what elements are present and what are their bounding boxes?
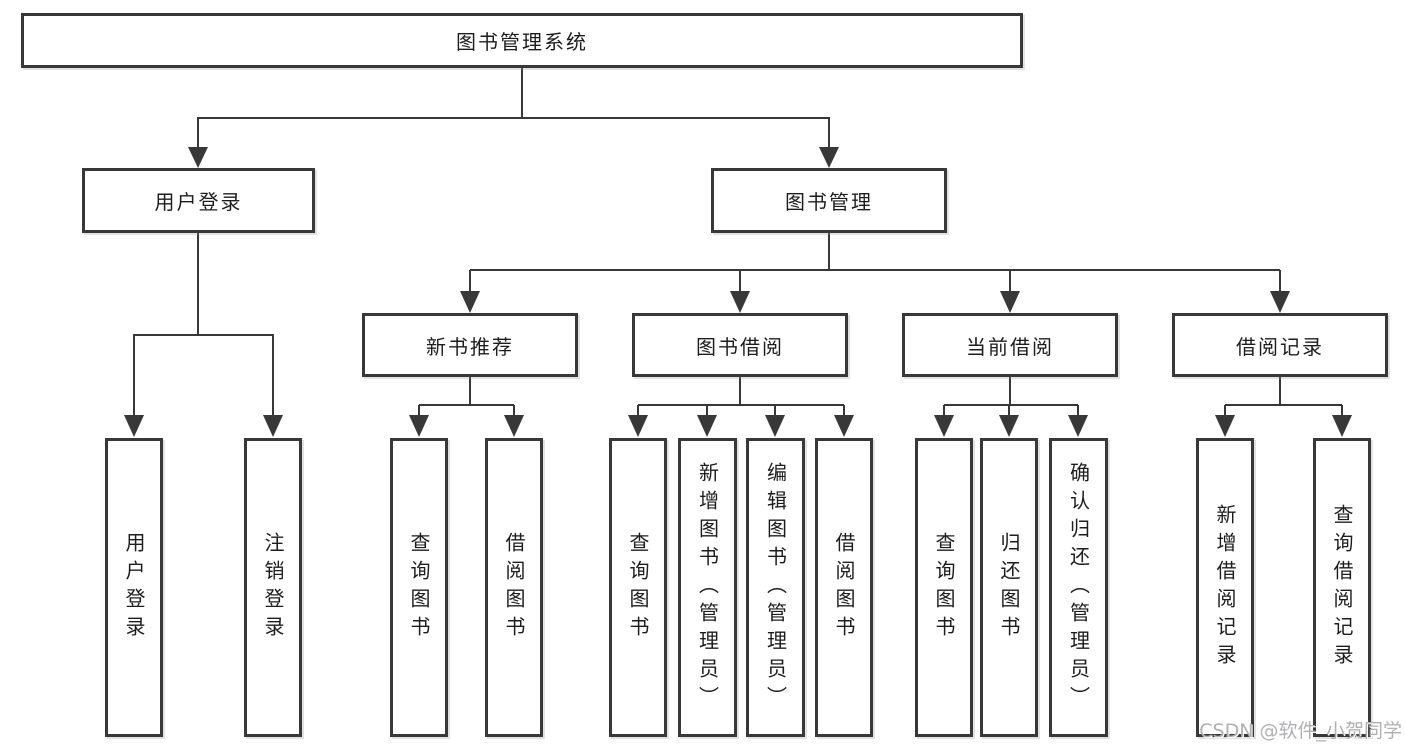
arrow-down-icon: [834, 415, 854, 437]
arrow-down-icon: [1000, 291, 1020, 313]
leaf-add-book-admin-label: 新增图书（管理员）: [695, 461, 720, 714]
node-book-management: 图书管理: [711, 168, 947, 233]
leaf-add-borrow-record: 新增借阅记录: [1196, 438, 1254, 737]
leaf-add-book-admin: 新增图书（管理员）: [678, 438, 737, 737]
node-borrow-record: 借阅记录: [1172, 313, 1388, 377]
watermark: CSDN @软件_小贺同学: [1199, 720, 1402, 742]
arrow-down-icon: [819, 147, 839, 168]
node-new-book-recommend-label: 新书推荐: [426, 334, 514, 359]
node-root: 图书管理系统: [21, 13, 1023, 68]
arrow-down-icon: [409, 415, 429, 437]
arrow-down-icon: [460, 291, 480, 313]
leaf-confirm-return-admin: 确认归还（管理员）: [1049, 438, 1108, 737]
leaf-query-book-1-label: 查询图书: [407, 531, 431, 644]
leaf-borrow-book-2-label: 借阅图书: [832, 531, 856, 644]
arrow-down-icon: [1270, 291, 1290, 313]
arrow-down-icon: [504, 415, 524, 437]
node-root-label: 图书管理系统: [456, 30, 588, 54]
leaf-query-book-2-label: 查询图书: [626, 531, 650, 644]
leaf-query-borrow-record: 查询借阅记录: [1313, 438, 1371, 737]
leaf-return-book-label: 归还图书: [997, 531, 1021, 644]
arrow-down-icon: [124, 415, 144, 437]
leaf-user-login-label: 用户登录: [122, 531, 146, 644]
arrow-down-icon: [1215, 415, 1235, 437]
leaf-return-book: 归还图书: [980, 438, 1038, 737]
leaf-query-book-3: 查询图书: [915, 438, 973, 737]
leaf-borrow-book-2: 借阅图书: [815, 438, 873, 737]
leaf-logout: 注销登录: [244, 438, 302, 737]
leaf-query-book-2: 查询图书: [609, 438, 667, 737]
arrow-down-icon: [1332, 415, 1352, 437]
leaf-borrow-book-1-label: 借阅图书: [502, 531, 526, 644]
leaf-logout-label: 注销登录: [261, 531, 285, 644]
arrow-down-icon: [263, 415, 283, 437]
node-borrow-record-label: 借阅记录: [1236, 334, 1324, 359]
arrow-down-icon: [765, 415, 785, 437]
leaf-edit-book-admin-label: 编辑图书（管理员）: [763, 461, 788, 714]
node-current-borrow-label: 当前借阅: [966, 334, 1054, 359]
leaf-add-borrow-record-label: 新增借阅记录: [1213, 503, 1237, 672]
node-new-book-recommend: 新书推荐: [362, 313, 578, 377]
node-current-borrow: 当前借阅: [902, 313, 1118, 377]
node-book-borrow: 图书借阅: [632, 313, 848, 377]
arrow-down-icon: [934, 415, 954, 437]
node-user-login: 用户登录: [82, 168, 315, 233]
leaf-query-book-3-label: 查询图书: [932, 531, 956, 644]
node-book-management-label: 图书管理: [785, 190, 873, 214]
arrow-down-icon: [697, 415, 717, 437]
arrow-down-icon: [628, 415, 648, 437]
leaf-confirm-return-admin-label: 确认归还（管理员）: [1066, 461, 1091, 714]
arrow-down-icon: [999, 415, 1019, 437]
node-user-login-label: 用户登录: [154, 190, 243, 214]
leaf-user-login: 用户登录: [105, 438, 163, 737]
node-book-borrow-label: 图书借阅: [696, 334, 784, 359]
arrow-down-icon: [730, 291, 750, 313]
leaf-query-book-1: 查询图书: [390, 438, 448, 737]
leaf-query-borrow-record-label: 查询借阅记录: [1330, 503, 1354, 672]
arrow-down-icon: [1068, 415, 1088, 437]
arrow-down-icon: [188, 147, 208, 168]
leaf-borrow-book-1: 借阅图书: [485, 438, 543, 737]
leaf-edit-book-admin: 编辑图书（管理员）: [746, 438, 805, 737]
